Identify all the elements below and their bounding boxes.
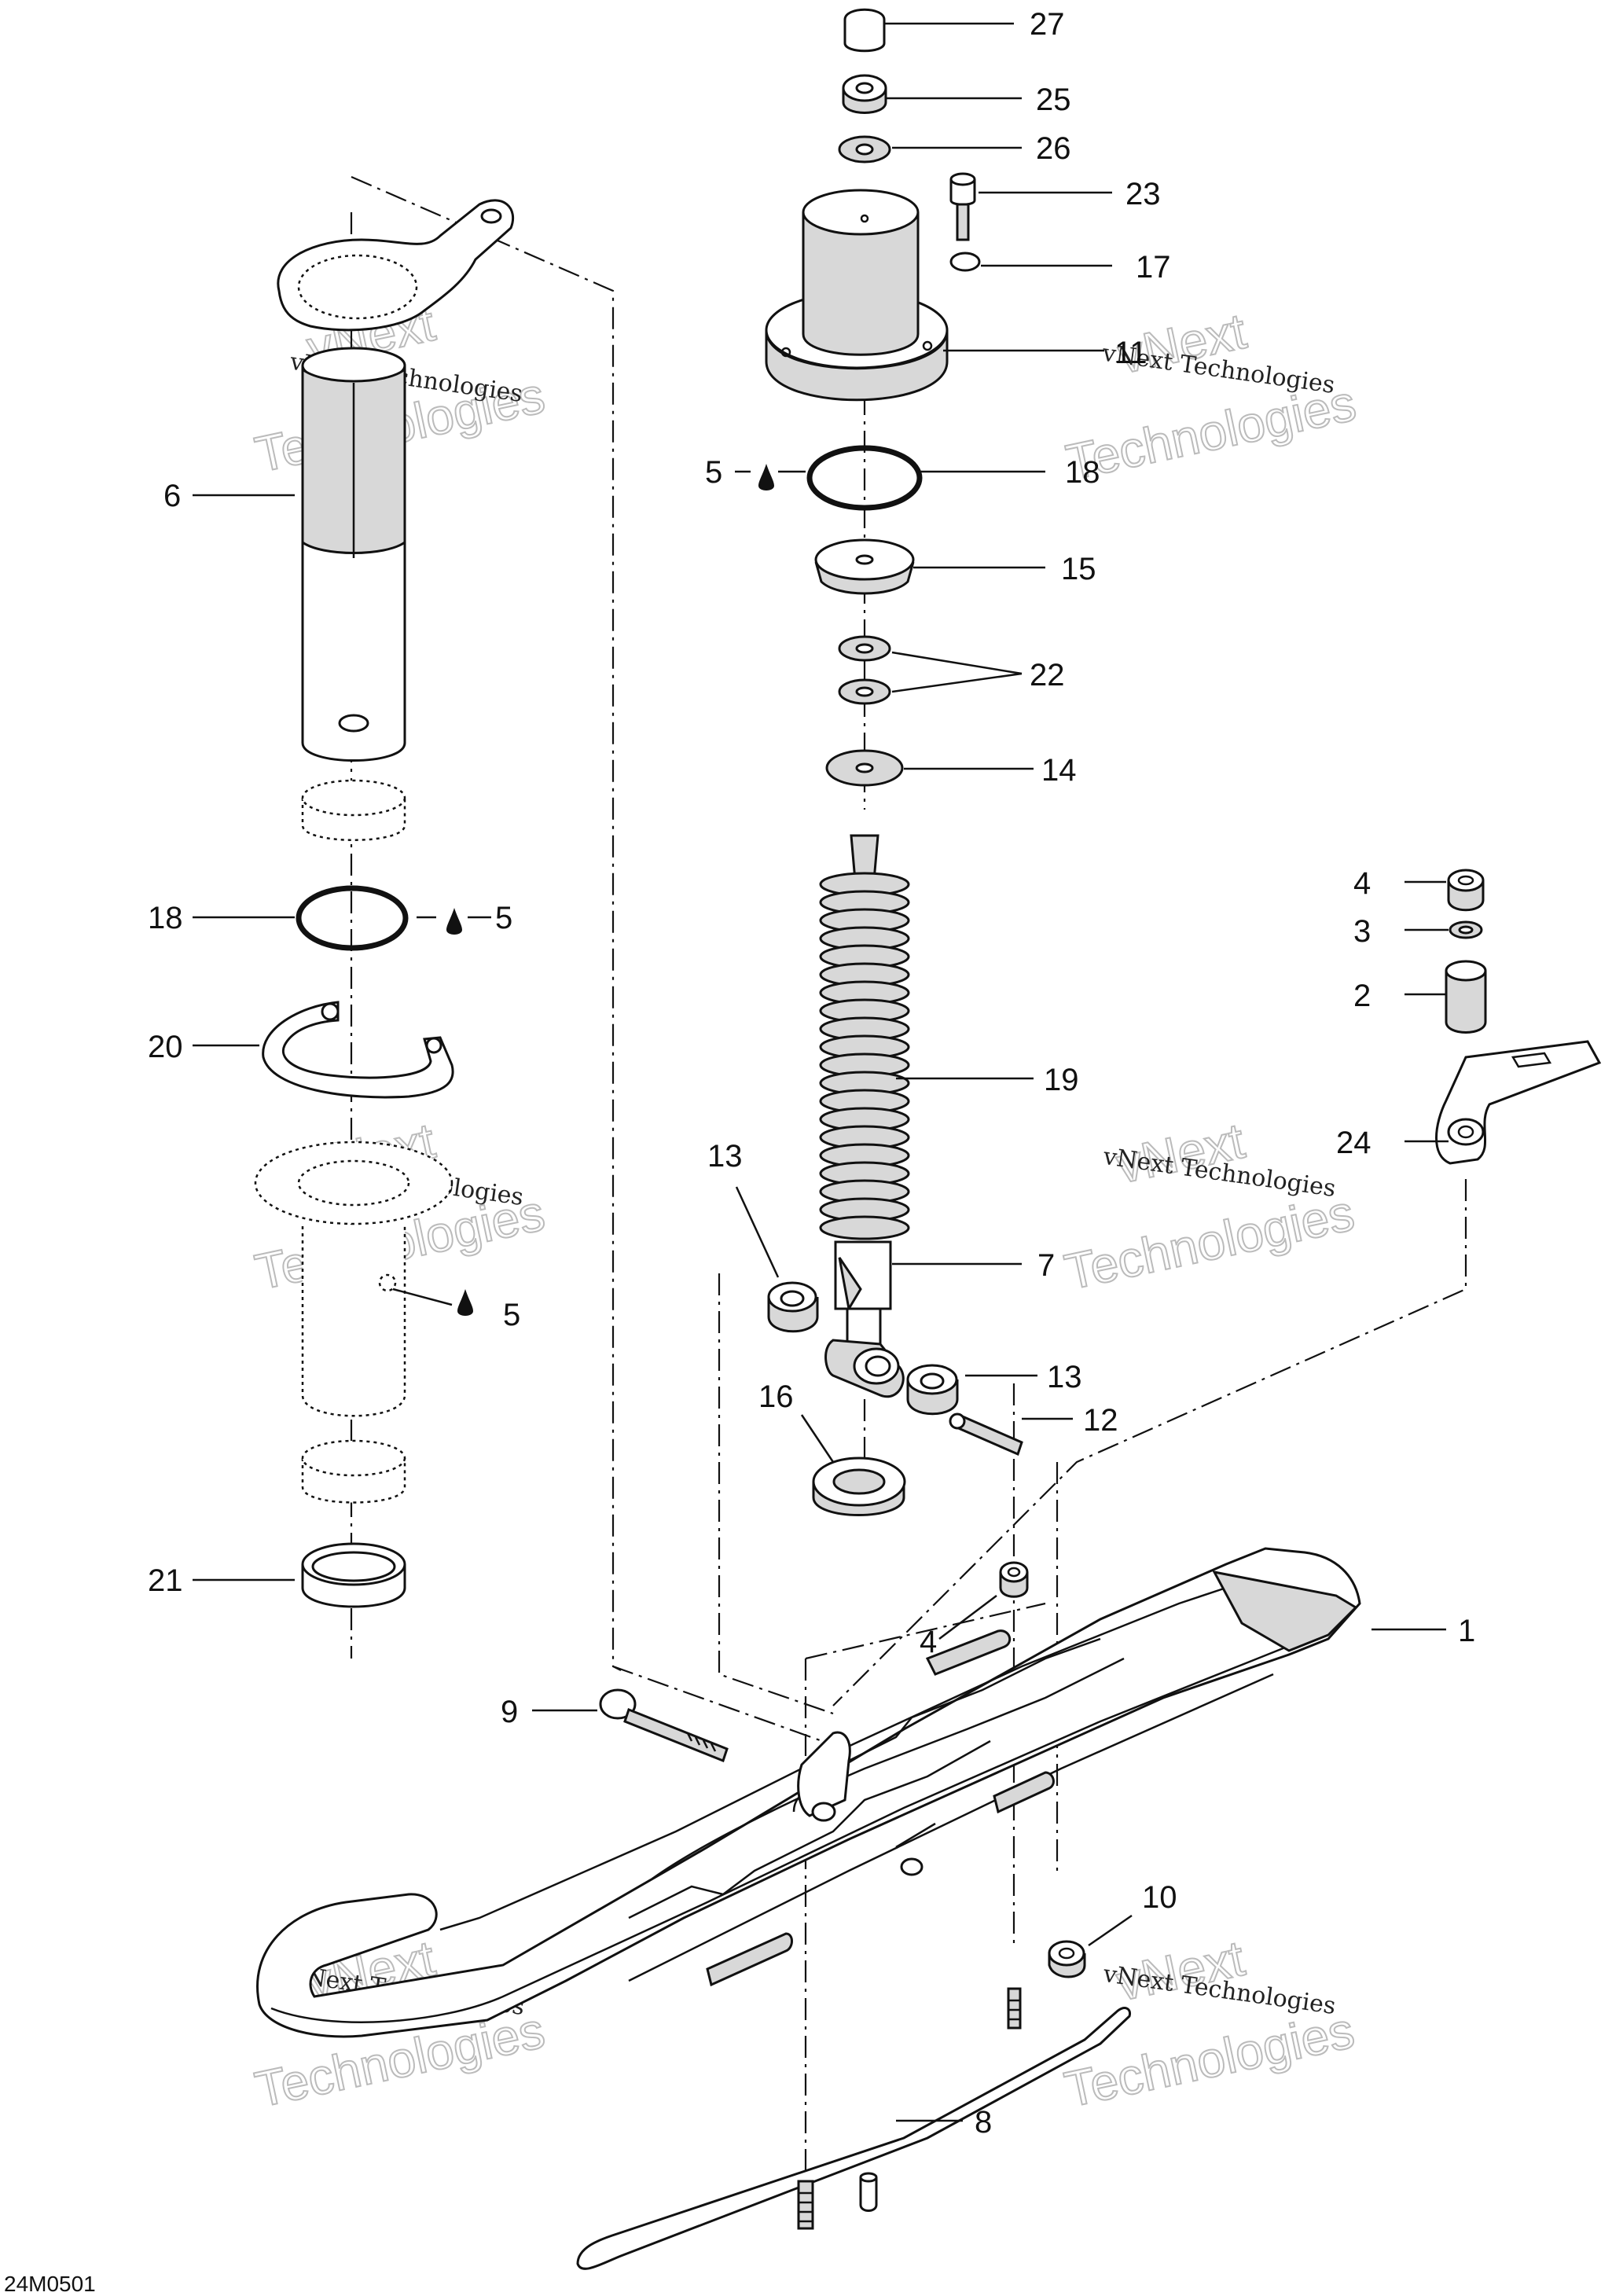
callout-13-lower: 13 (1047, 1360, 1082, 1394)
callout-18-left: 18 (148, 901, 183, 935)
callout-5-lower: 5 (503, 1298, 520, 1332)
part-16-washer (812, 1457, 906, 1516)
spanner-ring (297, 254, 418, 320)
part-13-bushing-left (767, 1281, 819, 1333)
callout-26: 26 (1036, 131, 1071, 166)
upper-bushing (301, 779, 406, 841)
callout-labels: 27 25 26 23 17 11 18 5 15 22 14 4 3 2 19… (148, 7, 1475, 2140)
right-bracket-line (832, 1179, 1467, 1706)
watermark-mid-right: vNext Technologies vNext Technologies (1059, 1111, 1360, 1302)
callout-20: 20 (148, 1030, 183, 1064)
flanged-housing (254, 1141, 453, 1417)
part-4-nut-top (1447, 869, 1485, 912)
bolt-path-line (718, 1273, 834, 1715)
part-21-ring (301, 1542, 406, 1608)
top-bracket-line (805, 1602, 1046, 1660)
part-2-spacer (1445, 960, 1487, 1034)
grease-drop-icon (758, 464, 774, 490)
part-6-sleeve (301, 347, 406, 762)
callout-1: 1 (1458, 1614, 1475, 1648)
callout-10: 10 (1142, 1880, 1177, 1915)
callout-2: 2 (1353, 979, 1371, 1013)
lower-bushing (301, 1439, 406, 1504)
callout-7: 7 (1037, 1248, 1055, 1283)
part-23-screw (949, 172, 976, 241)
watermark-text-technologies: Technologies (1060, 1185, 1359, 1301)
part-18-oring-right (806, 445, 923, 511)
part-27-cap (843, 8, 886, 53)
part-10-nut (1048, 1940, 1086, 1978)
part-1-ski (256, 1547, 1361, 2038)
part-22-washers (838, 635, 891, 705)
callout-15: 15 (1061, 552, 1096, 586)
callout-5-middle: 5 (495, 901, 512, 935)
part-9-bolt (599, 1688, 729, 1762)
grease-drop-icon (446, 908, 462, 935)
callout-25: 25 (1036, 83, 1071, 117)
part-7-shock-eye (824, 1339, 905, 1398)
leader-lines (193, 22, 1449, 2122)
callout-6: 6 (163, 479, 181, 513)
part-3-washer (1449, 920, 1483, 939)
spring-coils (819, 872, 910, 1240)
grease-fitting (378, 1273, 397, 1292)
part-20-circlip (262, 1001, 454, 1099)
part-4-nut-lower (999, 1561, 1029, 1598)
callout-14: 14 (1041, 753, 1077, 788)
watermark-top-right: vNext Technologies vNext Technologies (1061, 302, 1361, 492)
part-11-cover (765, 189, 949, 402)
part-15-spring-seat (814, 538, 915, 595)
callout-4-lower: 4 (920, 1625, 937, 1659)
grease-drop-icons (446, 464, 774, 1316)
spring-coil (819, 1215, 910, 1240)
callout-18-right: 18 (1065, 455, 1100, 490)
callout-4-top: 4 (1353, 866, 1371, 901)
callout-23: 23 (1125, 177, 1161, 211)
callout-24: 24 (1336, 1126, 1371, 1160)
part-19-shock-assembly (819, 834, 910, 1346)
callout-12: 12 (1083, 1403, 1118, 1438)
part-17-lockwasher (949, 252, 981, 272)
grease-drop-icon (457, 1289, 473, 1316)
part-13-bushing-right (906, 1364, 959, 1416)
spanner-tool (277, 199, 515, 332)
callout-22: 22 (1030, 658, 1065, 692)
callout-5-upper: 5 (705, 455, 722, 490)
callout-16: 16 (758, 1379, 794, 1414)
part-25-nut (842, 74, 887, 114)
callout-19: 19 (1044, 1063, 1079, 1097)
callout-21: 21 (148, 1563, 183, 1598)
part-26-washer (838, 135, 891, 163)
callout-8: 8 (975, 2105, 992, 2140)
callout-13-upper: 13 (707, 1139, 743, 1174)
part-8-runner (576, 1987, 1132, 2270)
callout-27: 27 (1030, 7, 1065, 42)
callout-11: 11 (1114, 336, 1147, 370)
left-bracket-tail (612, 1666, 622, 1671)
part-18-oring-left (296, 885, 409, 951)
callout-3: 3 (1353, 914, 1371, 949)
callout-9: 9 (501, 1695, 518, 1729)
watermark-text-technologies: Technologies (1060, 2002, 1359, 2118)
part-14-washer (825, 749, 904, 787)
part-12-pin (949, 1412, 1023, 1457)
drawing-code: 24M0501 (4, 2272, 96, 2296)
part-24-bracket (1435, 1040, 1602, 1165)
callout-17: 17 (1136, 250, 1171, 285)
